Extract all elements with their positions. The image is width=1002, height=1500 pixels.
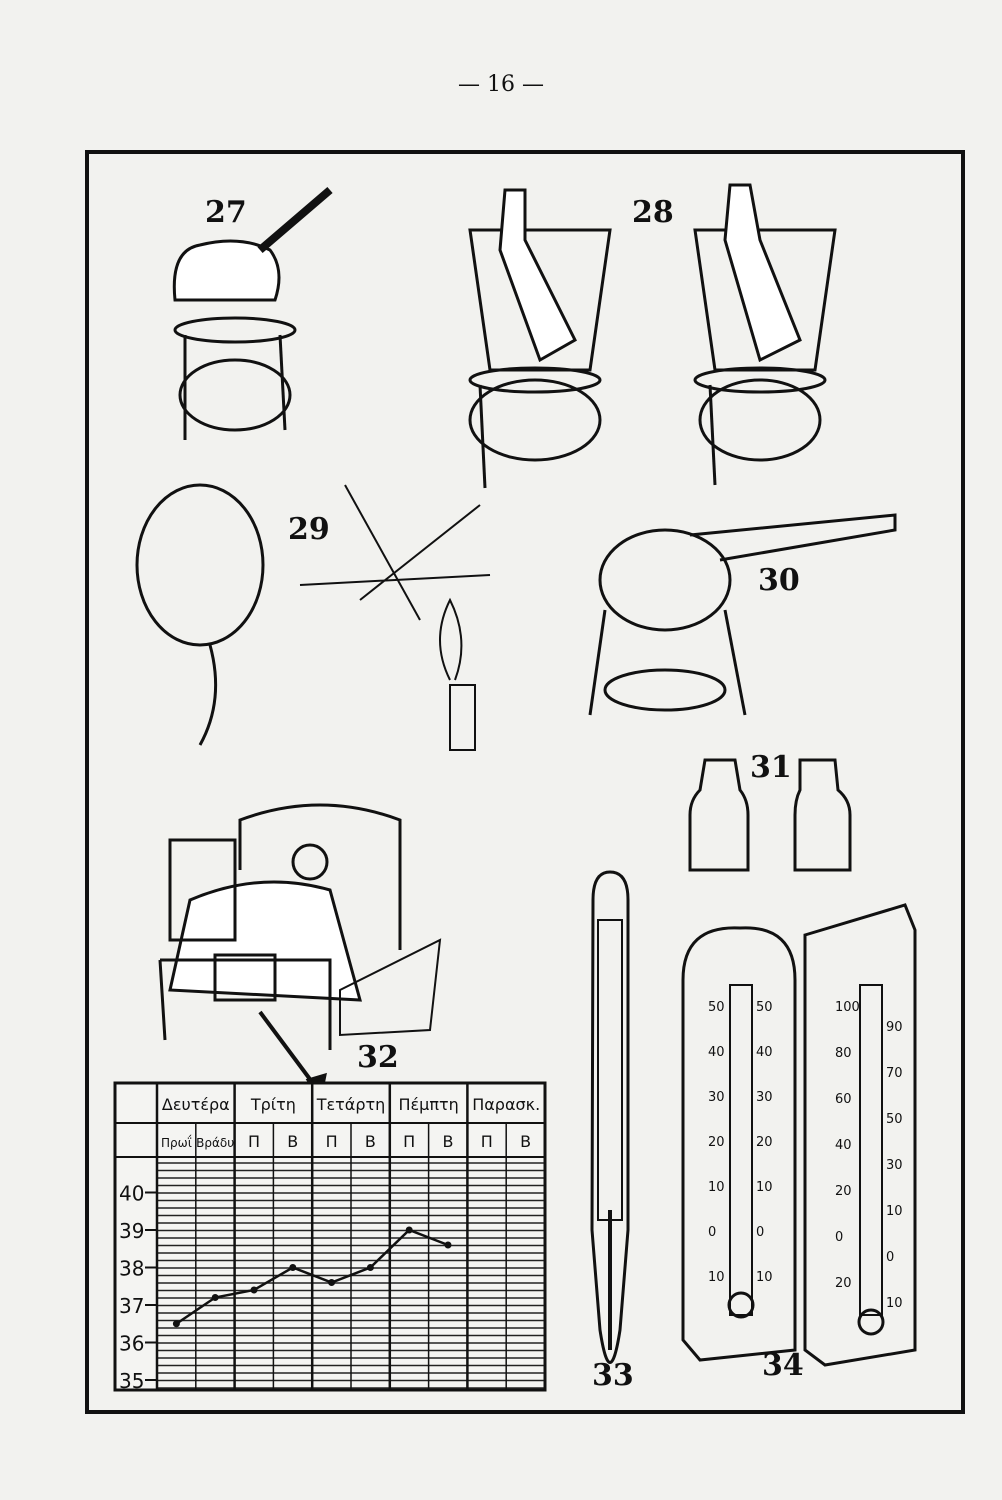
bottle-in-water-heated-illustration-2 — [693, 183, 837, 486]
time-header: Π — [326, 1132, 338, 1151]
scale-label: 40 — [708, 1045, 725, 1060]
scale-label: 0 — [886, 1250, 895, 1265]
scale-label: 50 — [708, 1000, 725, 1015]
day-header: Δευτέρα — [162, 1095, 230, 1114]
scale-label: 30 — [886, 1158, 903, 1173]
scale-label: 100 — [835, 1000, 860, 1015]
data-point — [250, 1286, 258, 1294]
time-header: Βράδυ — [196, 1136, 234, 1150]
sick-child-in-bed-illustration — [158, 803, 442, 1105]
scale-label: 10 — [756, 1270, 773, 1285]
figure-number-30: 30 — [758, 563, 800, 598]
scale-label: 30 — [708, 1090, 725, 1105]
retort-distillation-illustration — [588, 513, 897, 716]
glass-bottles-illustration — [688, 758, 852, 872]
scale-label: 0 — [708, 1225, 717, 1240]
scale-label: 10 — [886, 1296, 903, 1311]
scale-label: 70 — [886, 1066, 903, 1081]
clinical-thermometer-illustration — [590, 870, 630, 1364]
balloon-illustration — [135, 483, 265, 746]
time-header: Β — [365, 1132, 376, 1151]
y-tick-label: 36 — [119, 1332, 144, 1356]
time-header: Π — [481, 1132, 493, 1151]
scale-label: 0 — [835, 1230, 844, 1245]
scale-label: 20 — [835, 1276, 852, 1291]
pan-boiling-over-illustration — [172, 186, 333, 440]
figure-number-33: 33 — [592, 1358, 634, 1393]
scale-label: 20 — [708, 1135, 725, 1150]
time-header: Π — [248, 1132, 260, 1151]
data-point — [328, 1279, 336, 1286]
data-point — [444, 1241, 452, 1249]
time-header: Πρωΐ — [161, 1135, 192, 1150]
scale-label: 80 — [835, 1046, 852, 1061]
y-tick-label: 38 — [119, 1257, 144, 1281]
scale-label: 10 — [886, 1204, 903, 1219]
figure-number-32: 32 — [357, 1040, 399, 1075]
illustration-frame — [85, 150, 965, 1414]
scale-label: 20 — [756, 1135, 773, 1150]
scale-label: 10 — [756, 1180, 773, 1195]
figure-number-29: 29 — [288, 512, 330, 547]
day-header: Τρίτη — [250, 1095, 296, 1114]
figure-number-28: 28 — [632, 195, 674, 230]
bottle-in-water-heated-illustration — [468, 188, 612, 489]
time-header: Β — [287, 1132, 298, 1151]
figure-number-31: 31 — [750, 750, 792, 785]
y-tick-label: 40 — [119, 1182, 144, 1206]
time-header: Β — [443, 1132, 454, 1151]
page-number: — 16 — — [458, 72, 544, 97]
scale-label: 40 — [835, 1138, 852, 1153]
y-tick-label: 37 — [119, 1294, 144, 1318]
chart-table — [113, 1081, 547, 1392]
figure-number-34: 34 — [762, 1348, 804, 1383]
scale-label: 30 — [756, 1090, 773, 1105]
data-point — [211, 1294, 219, 1301]
balloon-bursting-illustration — [299, 484, 491, 751]
day-header: Τετάρτη — [316, 1095, 386, 1114]
data-point — [289, 1264, 297, 1271]
scale-label: 10 — [708, 1270, 725, 1285]
scale-label: 40 — [756, 1045, 773, 1060]
figure-number-27: 27 — [205, 195, 247, 230]
data-point — [172, 1320, 180, 1328]
time-header: Β — [520, 1132, 531, 1151]
scale-label: 20 — [835, 1184, 852, 1199]
time-header: Π — [403, 1132, 415, 1151]
day-header: Παρασκ. — [472, 1095, 540, 1114]
y-tick-label: 35 — [119, 1369, 144, 1393]
scale-label: 10 — [708, 1180, 725, 1195]
data-point — [405, 1226, 413, 1234]
scale-label: 60 — [835, 1092, 852, 1107]
scale-label: 50 — [886, 1112, 903, 1127]
y-tick-label: 39 — [119, 1219, 144, 1243]
scale-label: 0 — [756, 1225, 765, 1240]
scale-label: 50 — [756, 1000, 773, 1015]
day-header: Πέμπτη — [398, 1095, 458, 1114]
scale-label: 90 — [886, 1020, 903, 1035]
wall-thermometer-right-illustration — [803, 903, 917, 1367]
wall-thermometer-left-illustration — [681, 926, 797, 1362]
temperature-line — [175, 1228, 449, 1325]
data-point — [366, 1264, 374, 1271]
